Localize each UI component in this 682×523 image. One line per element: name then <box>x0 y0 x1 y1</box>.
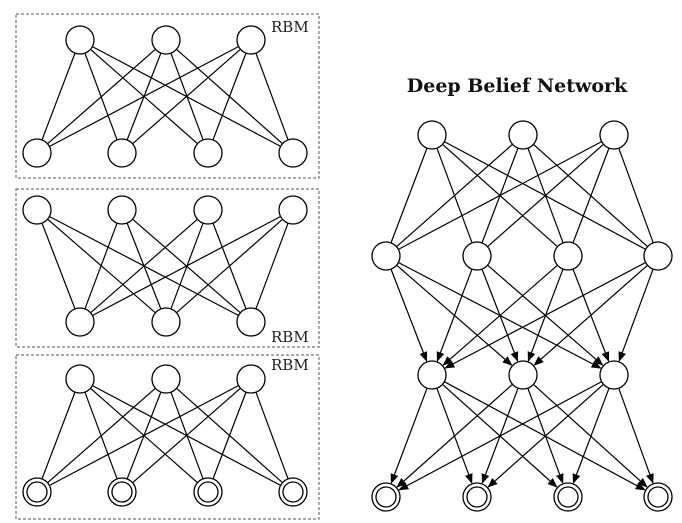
rbm2-edge-3-0 <box>92 215 281 317</box>
rbm1-visible-node-0 <box>22 138 52 168</box>
dbn-top-edge-0-0 <box>390 147 428 244</box>
dbn-layer3-node-2 <box>599 360 629 390</box>
dbn-layer2-node-1 <box>462 241 492 271</box>
dbn-layer2-node-3 <box>643 241 673 271</box>
dbn-bottom-edge-2-0 <box>398 381 602 491</box>
dbn-bottom-edge-0-3 <box>444 381 646 491</box>
dbn-mid-edge-3-2 <box>618 268 654 362</box>
dbn-visible-node-1-inner-ring <box>466 486 488 508</box>
dbn-top-edge-2-3 <box>618 147 654 244</box>
dbn-top-edge-2-0 <box>398 141 602 250</box>
rbm-box-bottom <box>15 354 320 520</box>
dbn-layer3-node-1 <box>508 360 538 390</box>
rbm1-edge-1-0 <box>47 48 156 145</box>
edges-group <box>41 45 654 491</box>
rbm1-edge-2-3 <box>255 52 289 141</box>
rbm-label-top: RBM <box>271 18 309 36</box>
rbm1-visible-node-1 <box>107 138 137 168</box>
rbm1-hidden-node-2 <box>236 25 266 55</box>
rbm1-hidden-node-0 <box>65 25 95 55</box>
dbn-layer2-node-0 <box>371 241 401 271</box>
rbm3-edge-1-0 <box>47 387 156 484</box>
rbm3-hidden-node-1 <box>151 364 181 394</box>
dbn-bottom-edge-2-1 <box>487 383 604 488</box>
rbm-box-middle <box>15 188 320 348</box>
rbm3-edge-0-0 <box>41 391 76 480</box>
dbn-bottom-edge-2-2 <box>572 387 610 484</box>
rbm1-hidden-node-1 <box>151 25 181 55</box>
dbn-title: Deep Belief Network <box>407 75 628 97</box>
rbm1-visible-node-2 <box>193 138 223 168</box>
rbm2-edge-0-0 <box>41 222 76 310</box>
dbn-mid-edge-3-1 <box>533 264 648 366</box>
rbm3-visible-node-0-inner-ring <box>26 481 48 503</box>
rbm-label-middle: RBM <box>271 328 309 346</box>
rbm2-upper-node-0 <box>22 195 52 225</box>
rbm3-hidden-node-0 <box>65 364 95 394</box>
dbn-top-edge-2-2 <box>572 147 610 244</box>
rbm2-edge-3-1 <box>176 218 283 314</box>
dbn-bottom-edge-0-0 <box>390 387 428 484</box>
rbm3-visible-node-1-inner-ring <box>111 481 133 503</box>
dbn-top-edge-2-1 <box>487 143 604 248</box>
rbm2-edge-2-0 <box>90 218 198 314</box>
dbn-layer1-node-2 <box>599 120 629 150</box>
dbn-visible-node-0-inner-ring <box>375 486 397 508</box>
rbm1-edge-2-1 <box>132 48 241 145</box>
rbm2-lower-node-2 <box>236 307 266 337</box>
rbm3-edge-2-0 <box>49 384 239 487</box>
dbn-mid-edge-2-0 <box>442 264 558 366</box>
rbm1-edge-2-0 <box>49 45 239 148</box>
dbn-mid-edge-3-0 <box>444 261 646 369</box>
rbm2-upper-node-1 <box>107 195 137 225</box>
rbm2-upper-node-3 <box>278 195 308 225</box>
rbm2-upper-node-2 <box>193 195 223 225</box>
dbn-top-edge-1-0 <box>396 143 513 248</box>
dbn-layer3-node-0 <box>417 360 447 390</box>
rbm3-edge-2-3 <box>255 391 289 480</box>
rbm-box-top <box>15 13 320 179</box>
rbm1-edge-0-0 <box>41 52 76 141</box>
rbm1-visible-node-3 <box>278 138 308 168</box>
dbn-bottom-edge-2-3 <box>618 387 654 484</box>
rbm3-edge-2-2 <box>212 391 247 480</box>
dbn-bottom-edge-1-0 <box>396 383 513 488</box>
dbn-bottom-edge-1-3 <box>532 383 648 488</box>
nodes-group <box>22 25 673 512</box>
dbn-mid-edge-1-0 <box>436 268 473 362</box>
dbn-visible-node-3-inner-ring <box>647 486 669 508</box>
rbm1-edge-2-2 <box>212 52 247 141</box>
rbm-label-bottom: RBM <box>271 356 309 374</box>
dbn-layer1-node-1 <box>508 120 538 150</box>
rbm2-edge-3-2 <box>255 222 289 310</box>
rbm2-lower-node-0 <box>65 307 95 337</box>
rbm2-edge-1-0 <box>84 222 118 310</box>
rbm3-hidden-node-2 <box>236 364 266 394</box>
rbm3-visible-node-3-inner-ring <box>282 481 304 503</box>
dbn-visible-node-2-inner-ring <box>557 486 579 508</box>
rbm3-visible-node-2-inner-ring <box>197 481 219 503</box>
rbm2-lower-node-1 <box>151 307 181 337</box>
dbn-layer1-node-0 <box>417 120 447 150</box>
dbn-mid-edge-0-0 <box>390 268 428 362</box>
rbm3-edge-2-1 <box>132 387 241 484</box>
dbn-layer2-node-2 <box>553 241 583 271</box>
